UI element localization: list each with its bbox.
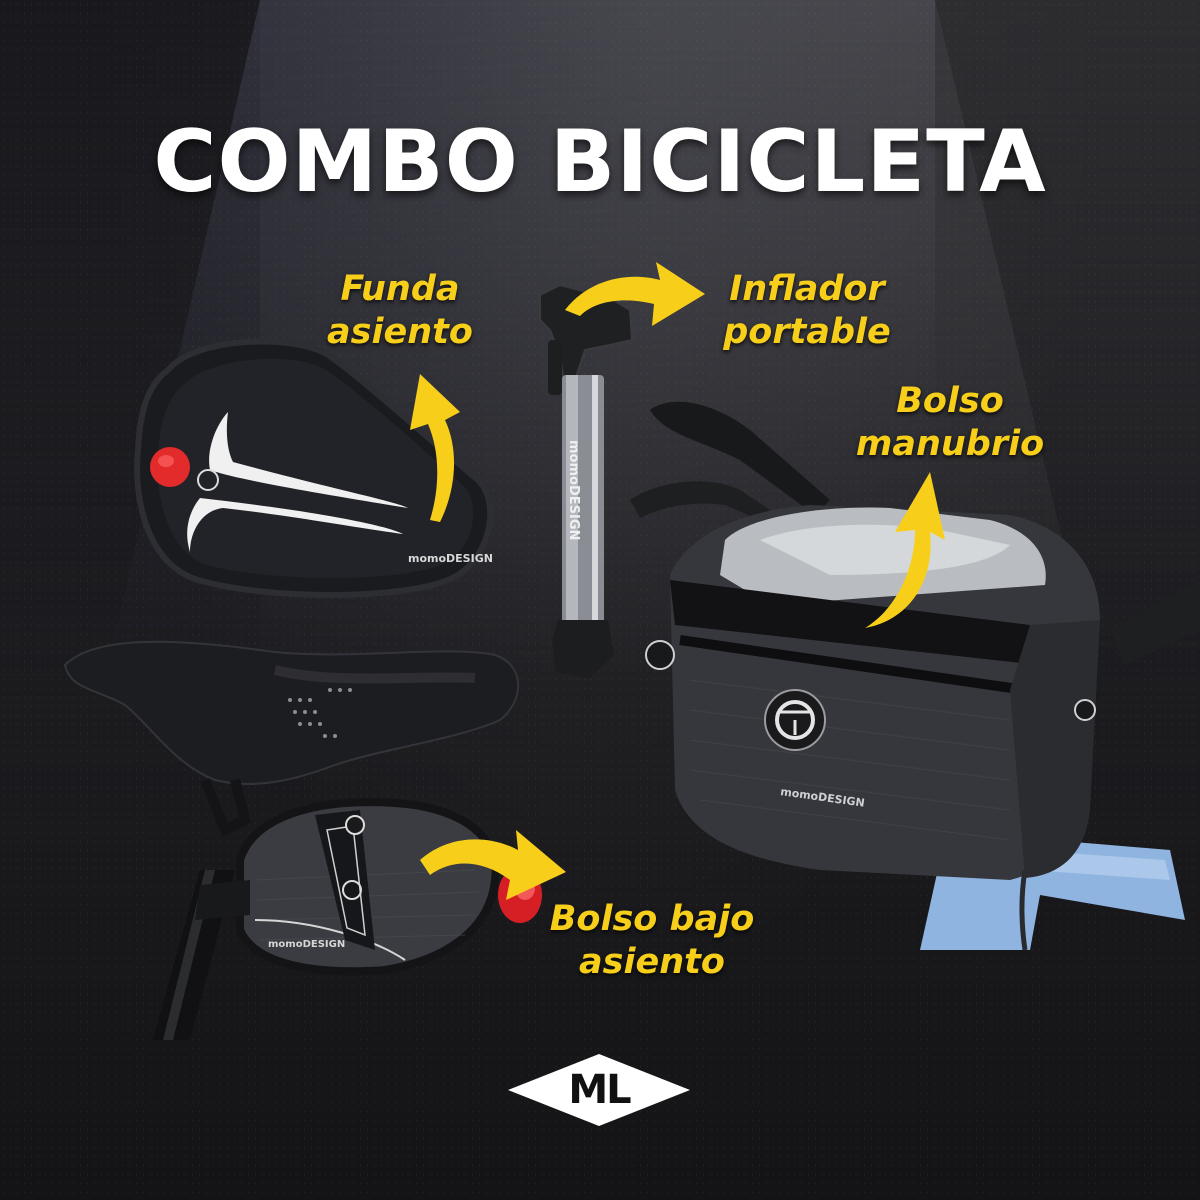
brand-mark: momoDESIGN <box>268 939 345 950</box>
label-line: Inflador <box>729 269 885 309</box>
diamond-logo-icon <box>508 1054 690 1126</box>
logo-text: ML <box>568 1067 631 1113</box>
label-line: Bolso <box>896 381 1004 421</box>
label-line: portable <box>723 312 891 352</box>
bicycle-pump-icon: momoDESIGN <box>539 283 634 678</box>
product-seat-cover: momoDESIGN <box>128 330 498 600</box>
label-line: Bolso bajo <box>549 899 755 939</box>
saddle-bag-icon: momoDESIGN <box>63 640 542 1040</box>
page-title: COMBO BICICLETA <box>153 112 1047 212</box>
label-saddle-bag: Bolso bajo asiento <box>532 898 772 984</box>
label-handlebar-bag: Bolso manubrio <box>840 380 1060 466</box>
arrow-up-icon <box>865 472 945 628</box>
seat-cover-icon: momoDESIGN <box>134 338 494 598</box>
product-saddle-bag: momoDESIGN <box>55 630 555 1040</box>
label-line: asiento <box>327 312 473 352</box>
ml-logo: ML <box>506 1052 692 1128</box>
arrow-right-icon <box>565 262 705 326</box>
product-handlebar-bag: momoDESIGN <box>630 390 1200 960</box>
brand-mark: momoDESIGN <box>408 552 493 565</box>
brand-mark: momoDESIGN <box>566 440 581 540</box>
label-portable-pump: Inflador portable <box>712 268 902 354</box>
handlebar-bag-icon: momoDESIGN <box>630 401 1200 951</box>
product-portable-pump: momoDESIGN <box>530 280 640 680</box>
label-line: Funda <box>340 269 460 309</box>
label-line: asiento <box>579 942 725 982</box>
label-line: manubrio <box>855 424 1045 464</box>
arrow-right-icon <box>420 830 566 900</box>
arrow-up-right-icon <box>410 374 460 522</box>
label-seat-cover: Funda asiento <box>310 268 490 354</box>
